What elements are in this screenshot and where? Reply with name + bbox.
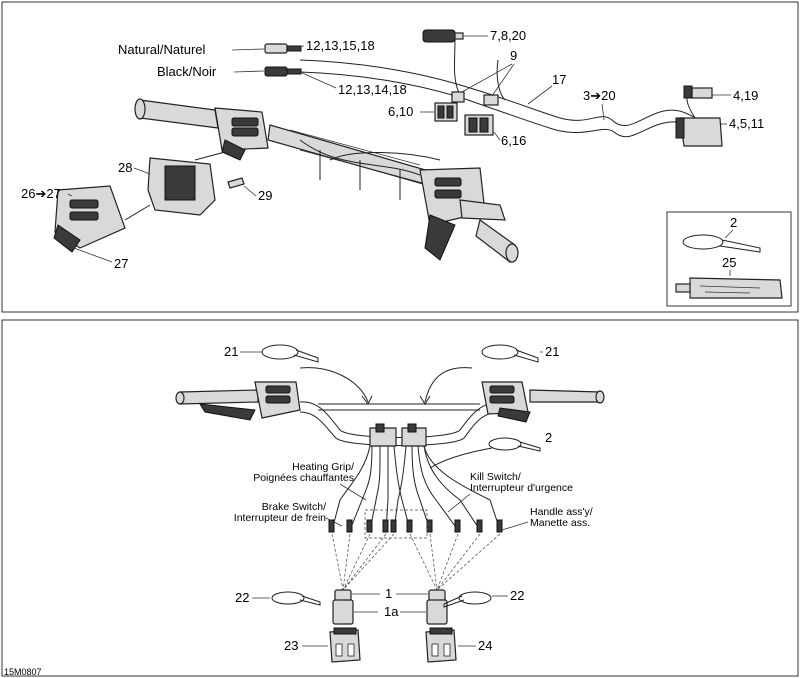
label-ref-21-left: 21	[224, 344, 238, 359]
grease-tube-25	[675, 277, 783, 299]
label-brake-switch-2: Interrupteur de frein	[234, 512, 326, 524]
cable-tie-22-left	[271, 591, 321, 606]
wire-terminals	[328, 519, 503, 533]
cover-28	[147, 151, 226, 216]
connector-block-24	[425, 627, 457, 663]
upper-panel-frame	[1, 1, 799, 313]
connector-black	[264, 66, 302, 77]
connector-housing-right	[426, 589, 448, 625]
label-kill-switch-2: Interrupteur d'urgence	[470, 482, 573, 494]
label-ref-28: 28	[118, 160, 132, 175]
label-black: Black/Noir	[157, 64, 217, 79]
label-natural: Natural/Naturel	[118, 42, 206, 57]
switch-housing-lower-left	[199, 381, 301, 421]
label-ref-2-lower: 2	[545, 430, 552, 445]
connector-housing-left	[332, 589, 354, 625]
connector-7-8-20	[422, 29, 464, 43]
label-ref-25: 25	[722, 255, 736, 270]
label-ref-12-13-14-18: 12,13,14,18	[338, 82, 407, 97]
upper-labels: Natural/Naturel Black/Noir 12,13,15,18 1…	[21, 28, 764, 271]
label-heating-grip-2: Poignées chauffantes	[253, 472, 354, 484]
lower-panel-frame	[1, 319, 799, 677]
label-ref-1: 1	[385, 586, 392, 601]
wire-labels: Heating Grip/ Poignées chauffantes Kill …	[234, 461, 593, 531]
label-ref-6-10: 6,10	[388, 104, 413, 119]
label-heating-grip-1: Heating Grip/	[292, 461, 354, 473]
label-handle-assy-2: Manette ass.	[530, 517, 590, 529]
label-kill-switch-1: Kill Switch/	[470, 471, 521, 483]
wire-bundles	[328, 445, 503, 539]
label-ref-6-16: 6,16	[501, 133, 526, 148]
label-ref-4-19: 4,19	[733, 88, 758, 103]
routing-dashed-lines	[331, 533, 501, 591]
connector-block-23	[329, 627, 361, 663]
cable-tie-22-right	[443, 591, 492, 608]
connector-6-16	[464, 94, 499, 136]
switch-housing-left	[214, 107, 269, 161]
label-ref-12-13-15-18: 12,13,15,18	[306, 38, 375, 53]
handlebar-lower	[175, 389, 605, 447]
inset-box: 2 25	[666, 211, 792, 307]
connector-4-5-11	[675, 117, 723, 147]
screw-29	[227, 177, 245, 189]
label-ref-24: 24	[478, 638, 492, 653]
label-ref-17: 17	[552, 72, 566, 87]
label-ref-29: 29	[258, 188, 272, 203]
connector-4-19	[683, 85, 713, 99]
label-ref-23: 23	[284, 638, 298, 653]
label-ref-7-8-20: 7,8,20	[490, 28, 526, 43]
label-ref-26-27: 26➔27	[21, 186, 61, 201]
label-ref-27: 27	[114, 256, 128, 271]
label-ref-1a: 1a	[384, 604, 399, 619]
switch-housing-lower-right	[481, 381, 531, 423]
label-ref-22-right: 22	[510, 588, 524, 603]
figure-code: 15M0807	[4, 667, 42, 677]
label-ref-3-20: 3➔20	[583, 88, 616, 103]
label-handle-assy-1: Handle ass'y/	[530, 506, 593, 518]
label-ref-22-left: 22	[235, 590, 249, 605]
label-ref-4-5-11: 4,5,11	[729, 116, 764, 131]
switch-housing-right	[419, 167, 506, 261]
label-ref-9: 9	[510, 48, 517, 63]
label-ref-2-inset: 2	[730, 215, 737, 230]
connector-6-10	[434, 91, 465, 122]
label-ref-21-right: 21	[545, 344, 559, 359]
label-brake-switch-1: Brake Switch/	[262, 501, 326, 513]
cable-tie-inset	[682, 234, 761, 253]
connector-natural	[264, 43, 302, 54]
switch-housing-26-27	[53, 185, 151, 253]
